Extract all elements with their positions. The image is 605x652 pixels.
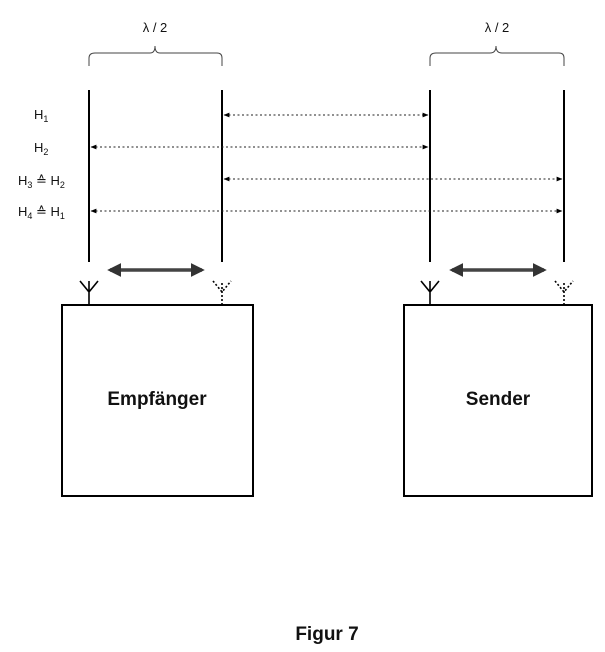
path-label-h3: H3 ≙ H2 (18, 173, 65, 190)
transmitter-box: Sender (403, 304, 593, 497)
transmitter-antenna-dotted-icon (554, 280, 574, 305)
path-label-h1: H1 (34, 107, 48, 124)
spacing-label-left: λ / 2 (143, 20, 168, 35)
receiver-box: Empfänger (61, 304, 254, 497)
receiver-antenna-dotted-icon (212, 280, 232, 305)
path-label-h2: H2 (34, 140, 48, 157)
spacing-brace-left: λ / 2 (88, 20, 223, 66)
transmitter-antenna-solid-icon (420, 280, 440, 305)
spacing-brace-right: λ / 2 (429, 20, 565, 66)
path-label-h4: H4 ≙ H1 (18, 204, 65, 221)
figure-caption: Figur 7 (295, 624, 358, 645)
transmitter-box-label: Sender (466, 389, 531, 410)
receiver-box-label: Empfänger (107, 389, 207, 410)
receiver-antenna-solid-icon (79, 280, 99, 305)
spacing-label-right: λ / 2 (485, 20, 510, 35)
